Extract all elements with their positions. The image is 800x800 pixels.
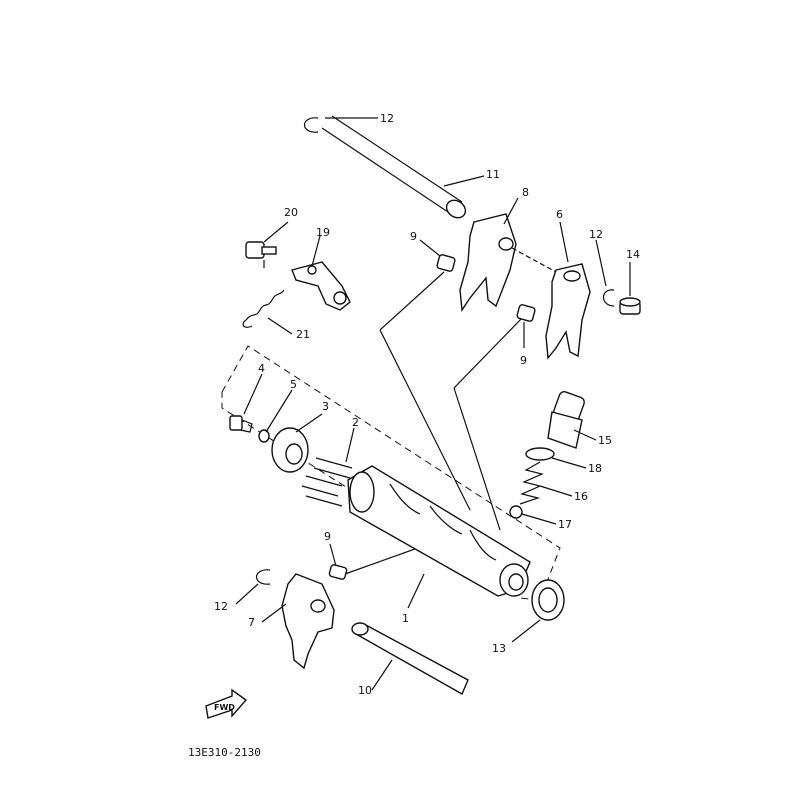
stopper-lever-part-19 bbox=[291, 261, 351, 311]
cap-part-14 bbox=[619, 297, 641, 315]
circlip-part-12-left bbox=[255, 569, 271, 585]
fwd-label: FWD bbox=[214, 703, 235, 712]
roller-part-9-c bbox=[328, 564, 348, 580]
pins-part-2 bbox=[301, 457, 353, 507]
callout-7: 7 bbox=[248, 616, 255, 629]
fork-guide-bar-part-11 bbox=[321, 115, 467, 219]
leader-line bbox=[261, 603, 287, 623]
spring-part-21 bbox=[245, 289, 285, 321]
callout-16: 16 bbox=[574, 490, 588, 503]
gasket-part-18 bbox=[525, 447, 555, 461]
leader-line bbox=[419, 239, 441, 257]
leader-line bbox=[235, 583, 259, 605]
bearing-part-13 bbox=[531, 579, 565, 621]
washer-part-5 bbox=[258, 429, 270, 443]
leader-line bbox=[521, 513, 557, 525]
callout-3: 3 bbox=[322, 400, 329, 413]
shift-fork-part-7 bbox=[281, 573, 335, 670]
leader-line bbox=[371, 659, 393, 691]
callout-5: 5 bbox=[290, 378, 297, 391]
callout-20: 20 bbox=[284, 206, 298, 219]
callout-4: 4 bbox=[258, 362, 265, 375]
callout-12-left: 12 bbox=[214, 600, 228, 613]
callout-12-top: 12 bbox=[380, 112, 394, 125]
drawing-code: 13E310-2130 bbox=[188, 746, 261, 759]
leader-line bbox=[443, 175, 485, 187]
leader-line bbox=[243, 373, 263, 415]
leader-line bbox=[311, 235, 321, 267]
callout-8: 8 bbox=[522, 186, 529, 199]
leader-line bbox=[267, 317, 293, 335]
segment-plate-part-3 bbox=[271, 427, 309, 473]
callout-10: 10 bbox=[358, 684, 372, 697]
leader-line bbox=[329, 543, 337, 567]
roller-part-9-a bbox=[436, 254, 456, 272]
guide-line bbox=[453, 315, 525, 389]
ball-part-17 bbox=[509, 505, 523, 519]
callout-1: 1 bbox=[402, 612, 409, 625]
roller-part-9-b bbox=[516, 304, 536, 322]
leader-line bbox=[295, 413, 323, 433]
guide-line bbox=[379, 271, 445, 331]
leader-line bbox=[263, 221, 289, 243]
callout-12-right: 12 bbox=[589, 228, 603, 241]
fwd-arrow-icon bbox=[205, 688, 248, 719]
circlip-part-12-right bbox=[602, 289, 615, 307]
plug-bolt-part-15 bbox=[547, 391, 585, 449]
shift-fork-part-6 bbox=[545, 263, 591, 360]
callout-21: 21 bbox=[296, 328, 310, 341]
screw-part-4 bbox=[229, 415, 253, 433]
callout-15: 15 bbox=[598, 434, 612, 447]
callout-11: 11 bbox=[486, 168, 500, 181]
callout-9-top: 9 bbox=[410, 230, 417, 243]
callout-18: 18 bbox=[588, 462, 602, 475]
leader-line bbox=[559, 221, 569, 263]
leader-line bbox=[345, 427, 355, 463]
shift-drum bbox=[347, 465, 531, 597]
leader-line bbox=[551, 457, 587, 469]
spring-part-16 bbox=[519, 461, 544, 505]
leader-line bbox=[407, 573, 425, 609]
leader-line bbox=[511, 619, 541, 643]
callout-2: 2 bbox=[352, 416, 359, 429]
callout-19: 19 bbox=[316, 226, 330, 239]
guide-line bbox=[379, 329, 471, 511]
guide-line bbox=[453, 387, 501, 531]
spring-hook bbox=[242, 319, 253, 328]
shift-fork-part-8 bbox=[459, 213, 517, 313]
bolt-part-20 bbox=[245, 241, 277, 268]
callout-13: 13 bbox=[492, 642, 506, 655]
leader-line bbox=[503, 197, 519, 225]
circlip-part-12-top bbox=[303, 117, 319, 133]
leader-line bbox=[595, 239, 607, 287]
fork-guide-bar-part-10 bbox=[351, 622, 469, 695]
callout-14: 14 bbox=[626, 248, 640, 261]
guide-line bbox=[511, 247, 557, 273]
leader-line bbox=[265, 389, 293, 433]
leader-line bbox=[539, 485, 573, 497]
callout-6: 6 bbox=[556, 208, 563, 221]
callout-17: 17 bbox=[558, 518, 572, 531]
callout-9-bottom: 9 bbox=[324, 530, 331, 543]
leader-line bbox=[573, 429, 597, 441]
callout-9-right: 9 bbox=[520, 354, 527, 367]
